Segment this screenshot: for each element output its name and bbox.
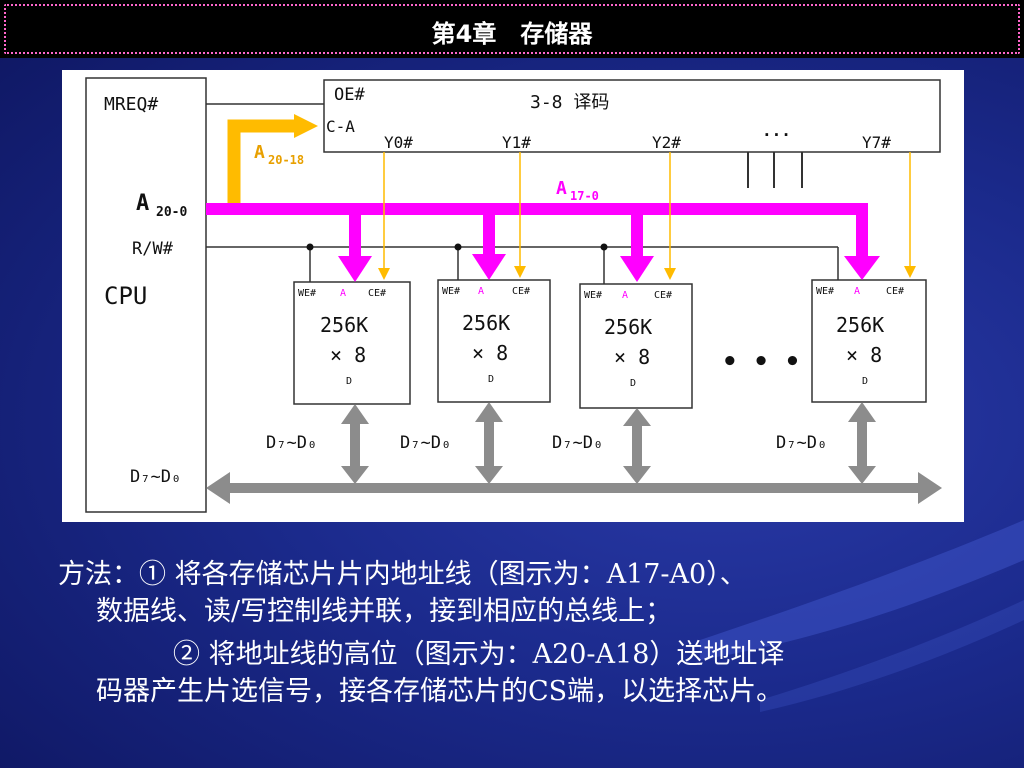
chips-ellipsis: • • • [722,347,800,377]
data-bus-left-arrowhead [206,472,230,504]
cpu-data-label: D₇~D₀ [130,467,181,487]
caption-line-3: ② 将地址线的高位（图示为：A20-A18）送地址译 [173,639,785,670]
chip-1-ce: CE# [368,288,386,299]
chip-1-we: WE# [298,288,316,299]
decoder-output-y7: Y7# [862,133,891,152]
chip-3-bus-label: D₇~D₀ [552,433,603,453]
chip-4-a: A [854,286,860,297]
addr-label-main: A [136,191,149,216]
chip-1-a: A [340,288,346,299]
memory-chip-3: WE# A CE# 256K × 8 D D₇~D₀ [552,152,693,484]
decoder-title: 3-8 译码 [530,92,609,113]
rw-label: R/W# [132,239,174,259]
cpu-box [85,77,207,513]
caption-line-4: 码器产生片选信号，接各存储芯片的CS端，以选择芯片。 [96,676,784,707]
caption-line-2: 数据线、读/写控制线并联，接到相应的总线上； [96,596,673,627]
title-bar: 第4章 存储器 [0,0,1024,58]
decoder-output-y2: Y2# [652,133,681,152]
memory-chip-1: WE# A CE# 256K × 8 D D₇~D₀ [266,152,411,484]
address-bus-right-drop [856,203,868,259]
high-address-label-main: A [254,142,265,163]
low-address-label-sub: 17-0 [570,189,599,203]
chip-4-ce: CE# [886,286,904,297]
chip-2-d: D [488,374,494,385]
mreq-label: MREQ# [104,94,158,115]
chip-1-line2: × 8 [330,343,366,367]
chip-1-bus-label: D₇~D₀ [266,433,317,453]
chip-3-d: D [630,378,636,389]
chip-2-bus-label: D₇~D₀ [400,433,451,453]
chip-4-line2: × 8 [846,343,882,367]
chip-3-we: WE# [584,290,602,301]
chip-4-d: D [862,376,868,387]
chip-3-a: A [622,290,628,301]
chip-4-we: WE# [816,286,834,297]
data-bus-right-arrowhead [918,472,942,504]
memory-chip-2: WE# A CE# 256K × 8 D D₇~D₀ [400,152,551,484]
caption-line-1: 方法：① 将各存储芯片片内地址线（图示为：A17-A0）、 [58,559,747,590]
chip-3-line1: 256K [604,315,652,339]
decoder-ca-label: C-A [326,117,355,136]
chip-1-line1: 256K [320,313,368,337]
chip-1-d: D [346,376,352,387]
slide-title: 第4章 存储器 [431,20,593,48]
high-address-label-sub: 20-18 [268,153,304,167]
chip-2-a: A [478,286,484,297]
memory-chip-4: WE# A CE# 256K × 8 D D₇~D₀ [776,152,927,484]
decoder-output-y0: Y0# [384,133,413,152]
addr-label-sub: 20-0 [156,205,187,220]
chip-4-line1: 256K [836,313,884,337]
chip-2-line2: × 8 [472,341,508,365]
memory-expansion-diagram: MREQ# A 20-0 R/W# CPU D₇~D₀ OE# 3-8 译码 C… [62,70,964,522]
chip-2-ce: CE# [512,286,530,297]
cpu-label: CPU [104,282,147,310]
decoder-oe-label: OE# [334,85,365,105]
decoder-output-y1: Y1# [502,133,531,152]
decoder-box [323,79,941,153]
chip-2-we: WE# [442,286,460,297]
decoder-output-ellipsis: ··· [762,125,791,144]
low-address-label-main: A [556,178,567,199]
title-bar-dotted-border [4,4,1020,54]
high-address-arrowhead [294,114,318,138]
high-address-arrow [227,119,296,208]
chip-3-ce: CE# [654,290,672,301]
chip-4-bus-label: D₇~D₀ [776,433,827,453]
chip-3-line2: × 8 [614,345,650,369]
address-bus [206,203,862,215]
chip-2-line1: 256K [462,311,510,335]
diagram-canvas: MREQ# A 20-0 R/W# CPU D₇~D₀ OE# 3-8 译码 C… [85,77,942,513]
